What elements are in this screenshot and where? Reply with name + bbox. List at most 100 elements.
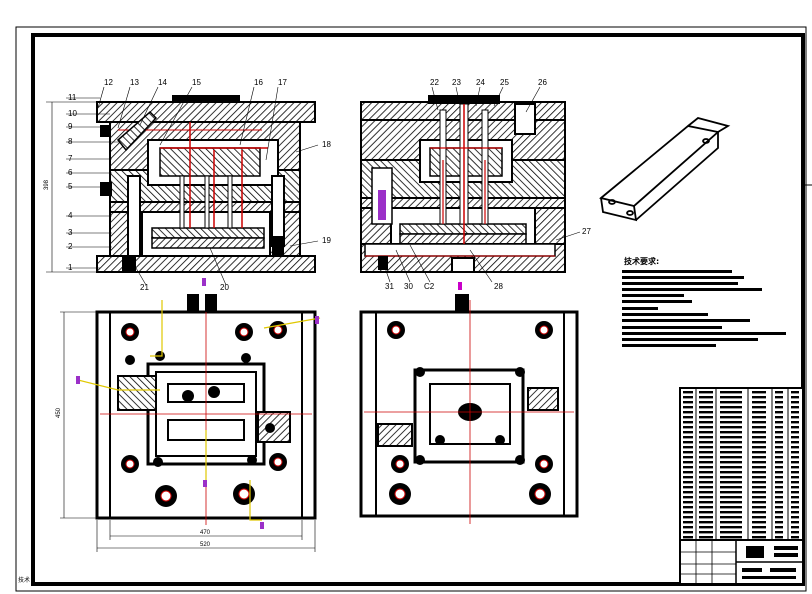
bom-cell-mark: [720, 466, 742, 469]
bom-cell-mark: [683, 526, 693, 529]
part-number-9: 9: [68, 122, 73, 131]
bom-cell-mark: [791, 416, 799, 419]
bom-cell-mark: [720, 501, 742, 504]
bom-cell-mark: [683, 516, 693, 519]
bom-cell-mark: [791, 411, 799, 414]
bom-cell-mark: [752, 526, 766, 529]
part-number-7: 7: [68, 154, 73, 163]
bom-cell-mark: [752, 401, 766, 404]
bom-cell-mark: [752, 476, 766, 479]
bom-cell-mark: [775, 486, 783, 489]
bom-cell-mark: [683, 431, 693, 434]
bom-cell-mark: [683, 461, 693, 464]
side-section-view: [360, 95, 566, 273]
bom-cell-mark: [699, 461, 713, 464]
bom-cell-mark: [720, 461, 742, 464]
part-number-6: 6: [68, 168, 73, 177]
bom-cell-mark: [752, 421, 766, 424]
bom-cell-mark: [791, 431, 799, 434]
bom-cell-mark: [720, 401, 742, 404]
outer-border: [15, 26, 807, 592]
bom-cell-mark: [699, 521, 713, 524]
bom-cell-mark: [720, 456, 742, 459]
bom-cell-mark: [699, 481, 713, 484]
bom-cell-mark: [699, 516, 713, 519]
bom-cell-mark: [791, 511, 799, 514]
bom-cell-mark: [720, 491, 742, 494]
part-number-21: 21: [140, 283, 149, 292]
bom-cell-mark: [699, 456, 713, 459]
bom-cell-mark: [752, 426, 766, 429]
bom-cell-mark: [791, 396, 799, 399]
bom-cell-mark: [775, 396, 783, 399]
bom-cell-mark: [752, 396, 766, 399]
bom-cell-mark: [775, 436, 783, 439]
bom-cell-mark: [791, 486, 799, 489]
part-number-3: 3: [68, 228, 73, 237]
part-number-30: 30: [404, 282, 413, 291]
part-number-10: 10: [68, 109, 77, 118]
bom-cell-mark: [699, 451, 713, 454]
bom-cell-mark: [699, 531, 713, 534]
bom-cell-mark: [775, 431, 783, 434]
bom-cell-mark: [791, 426, 799, 429]
bom-cell-mark: [752, 506, 766, 509]
bom-cell-mark: [752, 466, 766, 469]
bom-cell-mark: [752, 441, 766, 444]
bom-cell-mark: [720, 526, 742, 529]
bom-cell-mark: [683, 446, 693, 449]
bom-cell-mark: [791, 526, 799, 529]
bom-cell-mark: [752, 516, 766, 519]
front-view-part-numbers: 1 2 3 4 5 6 7 8 9 10 11 12 13 14 15 16 1…: [68, 78, 331, 292]
bom-cell-mark: [752, 431, 766, 434]
bom-cell-mark: [683, 456, 693, 459]
bom-cell-mark: [720, 391, 742, 394]
side-view-part-numbers: 22 23 24 25 26 27 28 C2 30 31: [385, 78, 591, 291]
bom-cell-mark: [752, 471, 766, 474]
bom-cell-mark: [791, 536, 799, 539]
bom-cell-mark: [752, 461, 766, 464]
bom-cell-mark: [720, 446, 742, 449]
bom-cell-mark: [791, 501, 799, 504]
part-number-24: 24: [476, 78, 485, 87]
bom-cell-mark: [720, 506, 742, 509]
bom-cell-mark: [775, 466, 783, 469]
technical-requirements: 技术要求:: [622, 256, 786, 347]
bom-cell-mark: [720, 451, 742, 454]
bom-cell-mark: [720, 421, 742, 424]
bom-cell-mark: [699, 511, 713, 514]
bom-cell-mark: [752, 491, 766, 494]
isometric-part-view: [599, 117, 731, 222]
bom-rows: [683, 391, 799, 539]
part-number-14: 14: [158, 78, 167, 87]
bom-cell-mark: [683, 441, 693, 444]
corner-label: 技术: [18, 576, 30, 584]
part-number-17: 17: [278, 78, 287, 87]
bom-cell-mark: [720, 531, 742, 534]
bom-cell-mark: [752, 501, 766, 504]
notes-heading: 技术要求:: [624, 256, 659, 266]
part-number-8: 8: [68, 137, 73, 146]
bom-cell-mark: [699, 406, 713, 409]
part-number-4: 4: [68, 211, 73, 220]
bom-cell-mark: [775, 401, 783, 404]
bom-cell-mark: [683, 406, 693, 409]
bom-cell-mark: [683, 396, 693, 399]
bom-cell-mark: [752, 406, 766, 409]
bom-cell-mark: [720, 486, 742, 489]
bom-cell-mark: [720, 476, 742, 479]
bom-cell-mark: [699, 446, 713, 449]
bom-cell-mark: [791, 471, 799, 474]
bom-cell-mark: [683, 511, 693, 514]
bom-cell-mark: [775, 446, 783, 449]
part-number-31: 31: [385, 282, 394, 291]
bom-cell-mark: [775, 451, 783, 454]
bom-cell-mark: [791, 406, 799, 409]
bom-cell-mark: [752, 531, 766, 534]
bom-cell-mark: [752, 496, 766, 499]
bom-cell-mark: [720, 516, 742, 519]
bom-cell-mark: [683, 416, 693, 419]
bom-cell-mark: [699, 466, 713, 469]
bom-cell-mark: [791, 421, 799, 424]
